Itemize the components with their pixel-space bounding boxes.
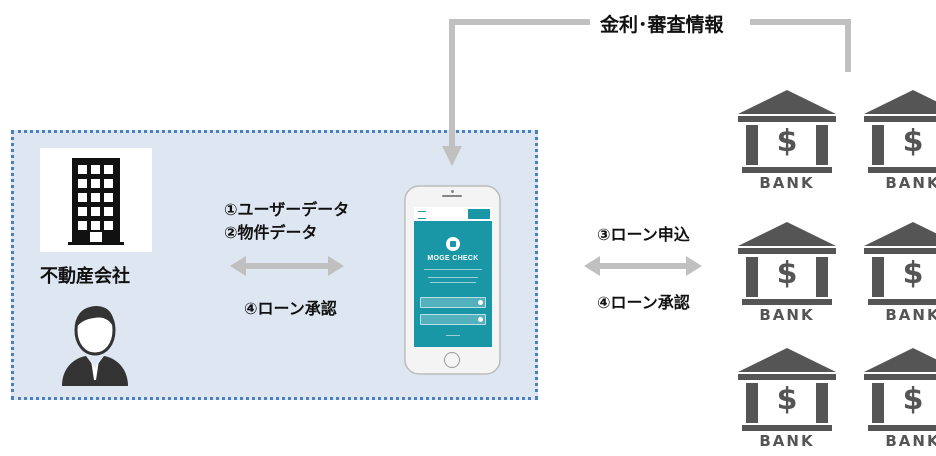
text-line	[428, 277, 478, 278]
bank-label: BANK	[885, 174, 936, 192]
person-icon	[58, 302, 132, 386]
menu-icon	[418, 211, 426, 219]
company-label: 不動産会社	[40, 266, 130, 287]
left-double-arrow-left-head	[230, 256, 246, 276]
screen-header	[414, 207, 492, 221]
dollar-icon: $	[776, 382, 798, 417]
dollar-icon: $	[902, 382, 924, 417]
bank-label: BANK	[759, 306, 815, 324]
home-button	[444, 352, 460, 368]
info-feedback-line-left	[449, 19, 590, 148]
right-approval-label: ④ローン承認	[597, 293, 690, 312]
bank-label: BANK	[885, 432, 936, 450]
house-logo-icon	[446, 237, 460, 251]
camera-dot	[451, 190, 454, 193]
right-double-arrow-left-head	[584, 256, 600, 276]
brand-name: MOGE CHECK	[427, 255, 479, 262]
loan-apply-label: ③ローン申込	[597, 225, 690, 244]
phone-mockup: MOGE CHECK	[404, 185, 501, 375]
left-double-arrow-right-head	[328, 256, 344, 276]
rate-info-label: 金利･審査情報	[600, 14, 724, 36]
header-button	[468, 209, 490, 219]
user-data-label: ①ユーザーデータ	[224, 200, 350, 219]
arrow-dot-icon	[478, 300, 483, 305]
dollar-icon: $	[902, 256, 924, 291]
left-approval-label: ④ローン承認	[244, 299, 337, 318]
text-line	[430, 282, 476, 283]
property-data-label: ②物件データ	[224, 223, 318, 242]
dollar-icon: $	[776, 256, 798, 291]
bank-label: BANK	[885, 306, 936, 324]
bank-label: BANK	[759, 174, 815, 192]
dollar-icon: $	[776, 124, 798, 159]
bank-icon: $ BANK	[858, 346, 936, 454]
building-icon	[40, 148, 152, 252]
dollar-icon: $	[902, 124, 924, 159]
text-line	[446, 335, 460, 336]
bank-icon: $ BANK	[732, 346, 842, 454]
bank-icon: $ BANK	[858, 220, 936, 328]
phone-screen: MOGE CHECK	[414, 207, 492, 347]
bank-label: BANK	[759, 432, 815, 450]
screen-button	[420, 297, 486, 308]
text-line	[424, 269, 482, 270]
screen-button	[420, 314, 486, 325]
bank-icon: $ BANK	[732, 220, 842, 328]
bank-icon: $ BANK	[732, 88, 842, 196]
arrow-dot-icon	[478, 317, 483, 322]
speaker-slot	[442, 195, 462, 197]
right-double-arrow-right-head	[686, 256, 702, 276]
info-feedback-line	[750, 19, 851, 72]
bank-icon: $ BANK	[858, 88, 936, 196]
info-arrowhead	[442, 146, 462, 166]
